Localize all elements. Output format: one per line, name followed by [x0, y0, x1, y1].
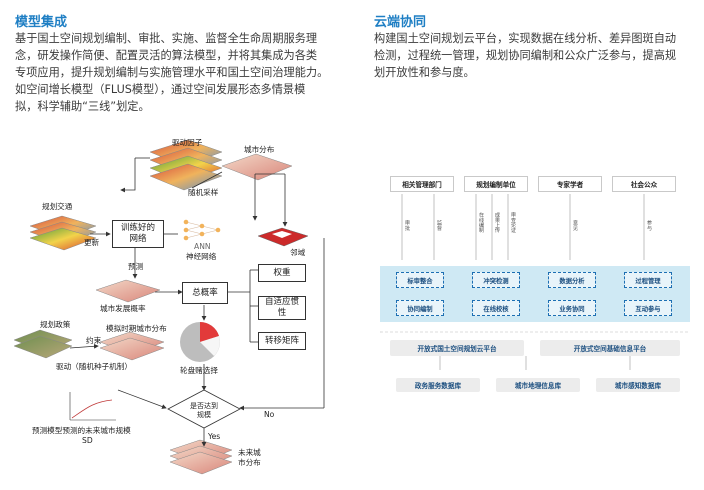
weight-label: 权重	[273, 267, 291, 278]
label-neighborhood: 邻域	[290, 248, 306, 257]
paragraph-line: 如空间增长模型（FLUS模型），通过空间发展形态多情景模	[15, 83, 306, 96]
model-integration-paragraph: 基于国土空间规划编制、审批、实施、监督全生命周期服务理 念，研发操作简便、配置灵…	[15, 30, 365, 115]
scale-prediction-curve	[69, 392, 116, 421]
module-business-collab: 业务协同	[548, 300, 596, 316]
future-city-map-stack	[169, 439, 233, 475]
label-sim-city: 模拟时期城市分布	[106, 324, 167, 333]
module-data-analysis: 数据分析	[548, 272, 596, 288]
paragraph-line: 划开放性和参与度。	[374, 66, 475, 79]
paragraph-line: 基于国土空间规划编制、审批、实施、监督全生命周期服务理	[15, 32, 318, 45]
label-drive-random: 驱动（随机种子机制）	[56, 362, 132, 371]
planning-policy-map	[13, 329, 73, 359]
actor-management-dept: 相关管理部门	[390, 176, 454, 192]
label-no: No	[264, 410, 275, 419]
module-process-management: 过程管理	[624, 272, 672, 288]
decision-diamond	[167, 389, 241, 429]
arrow-label-approve: 审批	[404, 220, 410, 231]
label-constraint: 约束	[86, 336, 102, 345]
label-planned-traffic: 规划交通	[42, 202, 73, 211]
db-government-services: 政务服务数据库	[396, 378, 480, 392]
trained-network-box: 训练好的网络	[112, 220, 164, 248]
paragraph-line: 念，研发操作简便、配置灵活的算法模型，并将其集成为各类	[15, 49, 318, 62]
adaptive-inertia-label: 自适应惯性	[264, 297, 299, 318]
adaptive-inertia-box: 自适应惯性	[258, 296, 306, 320]
label-predict: 预测	[128, 262, 144, 271]
decision-label: 是否达到规模	[190, 402, 218, 419]
db-city-sensing: 城市感知数据库	[596, 378, 680, 392]
transfer-matrix-label: 转移矩阵	[264, 335, 299, 346]
city-distribution-map	[221, 153, 293, 181]
actor-public: 社会公众	[612, 176, 676, 192]
arrow-label-opinion: 意见	[572, 220, 578, 231]
paragraph-line: 检测，过程统一管理，规划协同编制和公众广泛参与，提高规	[374, 49, 677, 62]
module-interactive-participation: 互动参与	[624, 300, 672, 316]
label-development-prob: 城市发展概率	[100, 304, 146, 313]
weight-box: 权重	[258, 264, 306, 282]
total-probability-label: 总概率	[192, 287, 218, 298]
module-collab-editing: 协同编制	[396, 300, 444, 316]
planned-traffic-map-stack	[29, 215, 97, 251]
label-sd: SD	[82, 436, 93, 445]
label-update: 更新	[84, 238, 100, 247]
platform-spatial-info: 开放式空间基础信息平台	[540, 340, 680, 356]
arrow-label-online-edit: 在线编制	[478, 212, 484, 233]
cloud-collaboration-paragraph: 构建国土空间规划云平台，实现数据在线分析、差异图斑自动 检测，过程统一管理，规划…	[374, 30, 704, 81]
arrow-label-participate: 参与	[646, 220, 652, 231]
arrow-label-supervise: 监督	[436, 220, 442, 231]
transfer-matrix-box: 转移矩阵	[258, 332, 306, 350]
label-random-sampling: 随机采样	[188, 188, 219, 197]
simulated-city-map	[99, 331, 165, 361]
label-city-distribution: 城市分布	[244, 145, 275, 154]
label-yes: Yes	[208, 432, 221, 441]
arrow-label-upload: 成果上传	[494, 212, 500, 233]
label-ann: ANN	[194, 242, 211, 251]
paragraph-line: 拟，科学辅助“三线”划定。	[15, 100, 150, 113]
flus-model-diagram: 驱动因子 城市分布 随机采样 规划交通 更新 训练好的网络 ANN 神经网络 预…	[0, 130, 370, 490]
flus-connector-lines	[13, 139, 325, 475]
total-probability-box: 总概率	[182, 282, 228, 304]
cloud-architecture-diagram: 相关管理部门 规划编制单位 专家学者 社会公众 审批 监督 在线编制 成果上传 …	[380, 170, 690, 400]
label-neural-network: 神经网络	[186, 252, 217, 261]
module-online-check: 在线校核	[472, 300, 520, 316]
label-drive-factor: 驱动因子	[172, 138, 203, 147]
paragraph-line: 构建国土空间规划云平台，实现数据在线分析、差异图斑自动	[374, 32, 677, 45]
paragraph-line: 专项应用，提升规划编制与实施管理水平和国土空间治理能力。	[15, 66, 329, 79]
drive-factor-map-stack	[149, 139, 223, 191]
label-roulette: 轮盘赌选择	[180, 366, 218, 375]
trained-network-label: 训练好的网络	[120, 223, 155, 244]
label-future-city: 未来城市分布	[238, 448, 261, 467]
module-standard-integration: 标审整合	[396, 272, 444, 288]
roulette-wheel-icon	[180, 322, 220, 362]
development-probability-map	[95, 279, 161, 303]
section-title-cloud-collaboration: 云端协同	[374, 15, 427, 30]
platform-cloud-planning: 开放式国土空间规划云平台	[390, 340, 524, 356]
label-policy: 规划政策	[40, 320, 71, 329]
label-predicted-scale: 预测模型预测的未来城市规模	[32, 426, 131, 435]
section-title-model-integration: 模型集成	[15, 15, 68, 30]
actor-planning-unit: 规划编制单位	[464, 176, 528, 192]
arrow-label-review: 审查论证	[510, 212, 516, 233]
db-city-geographic: 城市地理信息库	[496, 378, 580, 392]
module-conflict-detection: 冲突检测	[472, 272, 520, 288]
neighborhood-grid	[257, 227, 309, 247]
ann-network-icon	[182, 218, 222, 242]
actor-experts: 专家学者	[538, 176, 602, 192]
